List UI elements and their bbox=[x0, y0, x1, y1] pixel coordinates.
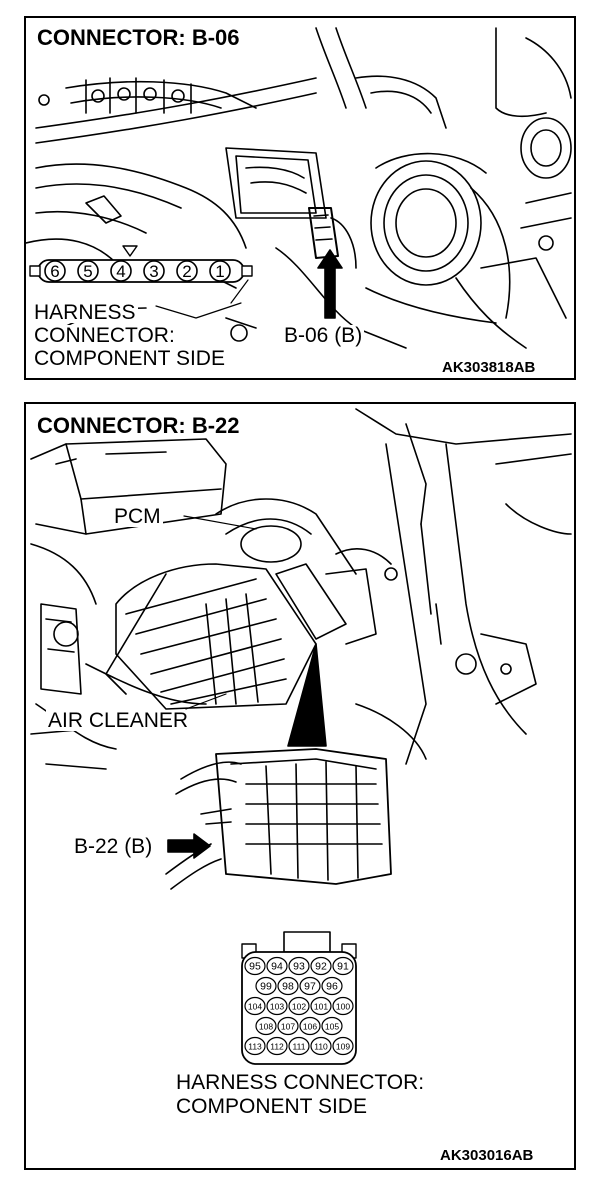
svg-text:110: 110 bbox=[314, 1042, 328, 1052]
connector-b06-title: CONNECTOR: B-06 bbox=[34, 26, 243, 50]
pin-b22: 99 bbox=[255, 976, 277, 996]
svg-text:1: 1 bbox=[215, 262, 224, 281]
pin-b22: 107 bbox=[277, 1016, 299, 1036]
svg-text:106: 106 bbox=[303, 1022, 317, 1032]
svg-text:4: 4 bbox=[116, 262, 125, 281]
connector-b22-callout: B-22 (B) bbox=[72, 835, 155, 858]
pin-b22: 105 bbox=[321, 1016, 343, 1036]
figure-code-b06: AK303818AB bbox=[442, 359, 536, 376]
pin-b22: 98 bbox=[277, 976, 299, 996]
svg-text:109: 109 bbox=[336, 1042, 350, 1052]
svg-text:112: 112 bbox=[270, 1042, 284, 1052]
pin-b22: 104 bbox=[244, 996, 266, 1016]
pin-b06: 5 bbox=[77, 260, 99, 282]
pin-b22: 100 bbox=[332, 996, 354, 1016]
svg-text:104: 104 bbox=[248, 1002, 262, 1012]
svg-text:92: 92 bbox=[315, 961, 327, 973]
svg-text:99: 99 bbox=[260, 981, 272, 993]
pin-b22: 101 bbox=[310, 996, 332, 1016]
connector-b06-panel: 6 5 4 3 2 1 CONNECTOR: B-06 HARNESS CONNECTOR… bbox=[24, 16, 576, 380]
svg-text:113: 113 bbox=[248, 1042, 262, 1052]
engine-bay-drawing-b06: 6 5 4 3 2 1 bbox=[26, 27, 572, 349]
pin-b06: 6 bbox=[44, 260, 66, 282]
pin-b22: 93 bbox=[288, 956, 310, 976]
svg-text:94: 94 bbox=[271, 961, 283, 973]
pin-b06: 4 bbox=[110, 260, 132, 282]
pin-b06: 3 bbox=[143, 260, 165, 282]
pin-b06: 1 bbox=[209, 260, 231, 282]
harness-label-line-3: COMPONENT SIDE bbox=[32, 347, 227, 370]
svg-text:3: 3 bbox=[149, 262, 158, 281]
pin-b22: 110 bbox=[310, 1036, 332, 1056]
svg-text:97: 97 bbox=[304, 981, 316, 993]
svg-text:100: 100 bbox=[336, 1002, 350, 1012]
svg-text:91: 91 bbox=[337, 961, 349, 973]
air-cleaner-callout: AIR CLEANER bbox=[46, 709, 191, 732]
svg-text:107: 107 bbox=[281, 1022, 295, 1032]
harness-connector-label-line-2: COMPONENT SIDE bbox=[174, 1095, 369, 1118]
svg-text:95: 95 bbox=[249, 961, 261, 973]
pin-b22: 111 bbox=[288, 1036, 310, 1056]
svg-text:105: 105 bbox=[325, 1022, 339, 1032]
figure-code-b22: AK303016AB bbox=[440, 1147, 534, 1164]
svg-text:102: 102 bbox=[292, 1002, 306, 1012]
pin-b22: 102 bbox=[288, 996, 310, 1016]
pin-b22: 108 bbox=[255, 1016, 277, 1036]
svg-text:93: 93 bbox=[293, 961, 305, 973]
harness-label-line-1: HARNESS bbox=[32, 301, 138, 324]
svg-text:101: 101 bbox=[314, 1002, 328, 1012]
pin-b22: 91 bbox=[332, 956, 354, 976]
pin-b06: 2 bbox=[176, 260, 198, 282]
pin-b22: 112 bbox=[266, 1036, 288, 1056]
pin-b22: 94 bbox=[266, 956, 288, 976]
connector-b06-callout: B-06 (B) bbox=[282, 324, 365, 347]
svg-text:5: 5 bbox=[83, 262, 92, 281]
connector-b22-title: CONNECTOR: B-22 bbox=[34, 414, 243, 438]
svg-text:98: 98 bbox=[282, 981, 294, 993]
harness-label-line-2: CONNECTOR: bbox=[32, 324, 177, 347]
pcm-callout: PCM bbox=[112, 505, 163, 528]
pin-b22: 113 bbox=[244, 1036, 266, 1056]
svg-text:2: 2 bbox=[182, 262, 191, 281]
svg-text:111: 111 bbox=[293, 1042, 306, 1052]
pin-b22: 97 bbox=[299, 976, 321, 996]
pin-b22: 103 bbox=[266, 996, 288, 1016]
svg-text:108: 108 bbox=[259, 1022, 273, 1032]
pin-b22: 106 bbox=[299, 1016, 321, 1036]
svg-text:6: 6 bbox=[50, 262, 59, 281]
pin-b22: 109 bbox=[332, 1036, 354, 1056]
engine-bay-drawing-b22: 95 94 93 92 91 99 98 97 96 104 103 102 101 100 108 107 1… bbox=[30, 408, 572, 1065]
pin-b22: 92 bbox=[310, 956, 332, 976]
svg-text:103: 103 bbox=[270, 1002, 284, 1012]
pin-b22: 95 bbox=[244, 956, 266, 976]
pin-b22: 96 bbox=[321, 976, 343, 996]
harness-connector-label-line-1: HARNESS CONNECTOR: bbox=[174, 1071, 427, 1094]
connector-b22-panel: 95 94 93 92 91 99 98 97 96 104 103 102 101 100 108 107 1… bbox=[24, 402, 576, 1170]
svg-text:96: 96 bbox=[326, 981, 338, 993]
